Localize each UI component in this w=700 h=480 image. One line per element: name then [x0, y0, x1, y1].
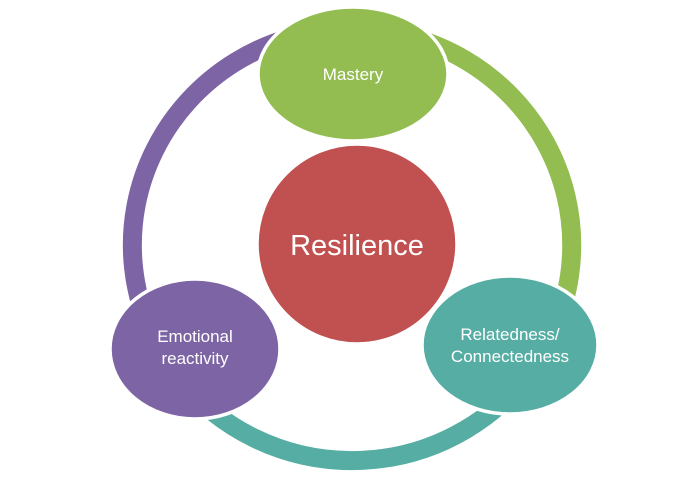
node-mastery-label: Mastery [323, 65, 384, 84]
node-emotional-reactivity-label-line2: reactivity [161, 349, 229, 368]
center-node-label: Resilience [290, 230, 424, 262]
node-relatedness-connectedness [420, 274, 600, 416]
node-mastery [256, 5, 450, 143]
node-relatedness-connectedness-label-line2: Connectedness [451, 347, 569, 366]
node-emotional-reactivity-label-line1: Emotional [157, 327, 233, 346]
center-node-resilience [255, 142, 459, 346]
node-relatedness-connectedness-label-line1: Relatedness/ [460, 325, 560, 344]
node-emotional-reactivity [108, 277, 282, 421]
